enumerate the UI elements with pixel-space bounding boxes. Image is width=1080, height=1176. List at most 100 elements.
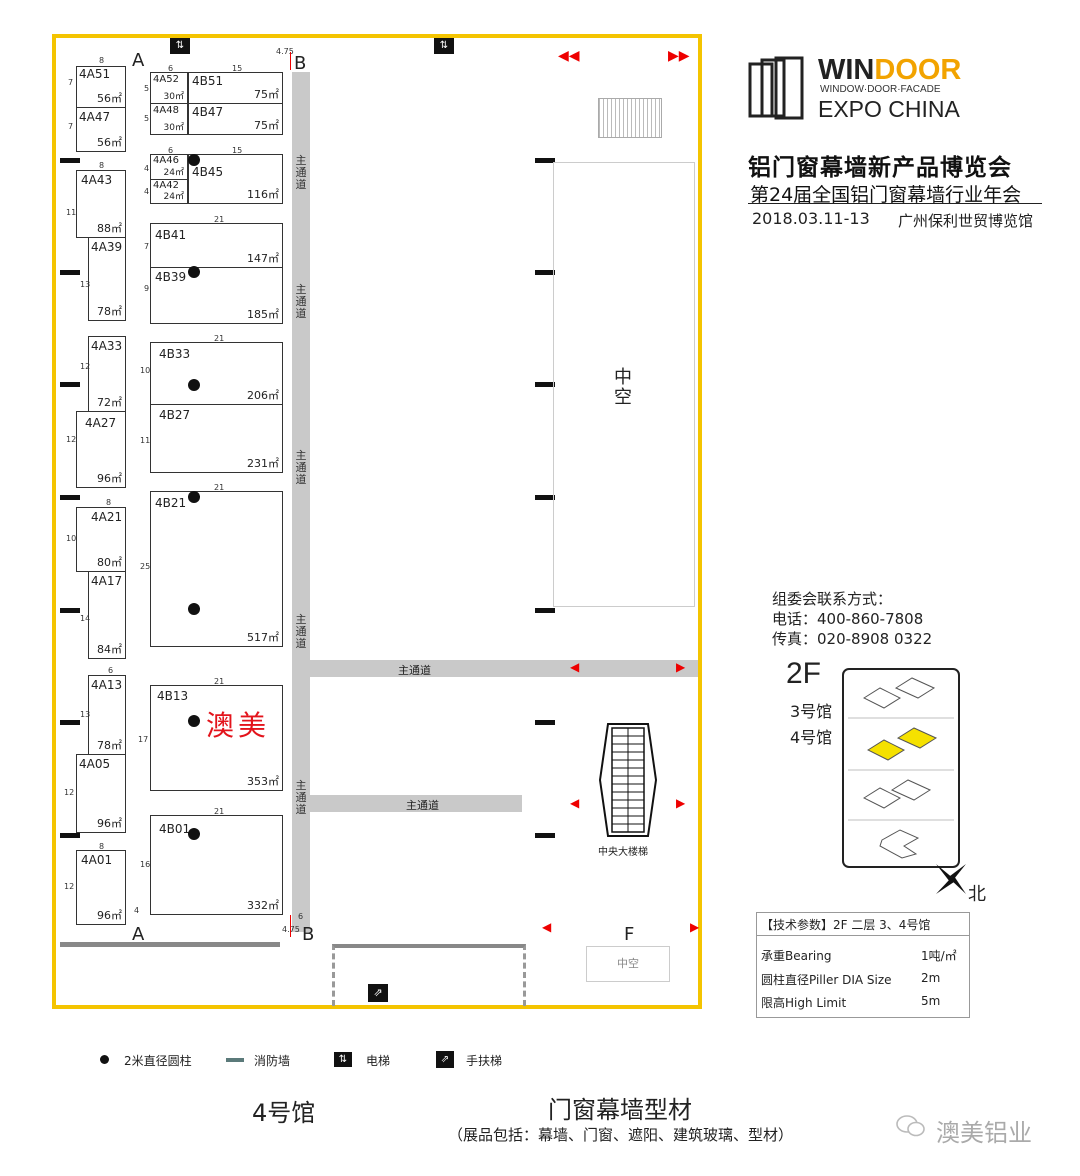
booth-4b51[interactable]: 4B51 75㎡	[188, 72, 283, 104]
booth-4a52[interactable]: 4A52 30㎡	[150, 72, 188, 104]
booth-height: 4	[144, 187, 150, 196]
watermark: 澳美铝业	[936, 1119, 1032, 1147]
booth-4a42[interactable]: 4A42 24㎡	[150, 179, 188, 204]
dim-6: 6	[298, 912, 304, 921]
exit-arrow-icon: ▶▶	[668, 48, 690, 64]
booth-4a46[interactable]: 4A46 24㎡	[150, 154, 188, 180]
contact-heading: 组委会联系方式：	[772, 590, 893, 608]
booth-width: 8	[106, 498, 112, 507]
booth-4b33[interactable]: 4B33 206㎡	[150, 342, 283, 405]
booth-width: 6	[168, 146, 174, 155]
booth-area: 185㎡	[247, 308, 279, 321]
booth-4a27[interactable]: 4A27 96㎡	[76, 411, 126, 488]
bottom-void: 中空	[586, 946, 670, 982]
booth-height: 12	[80, 362, 91, 371]
legend-elevator-icon: ⇅	[334, 1052, 352, 1067]
footer-hall: 4号馆	[252, 1099, 316, 1127]
booth-area: 517㎡	[247, 631, 279, 644]
booth-area: 56㎡	[97, 136, 122, 149]
booth-4a47[interactable]: 4A47 56㎡	[76, 107, 126, 152]
booth-id: 4B13	[157, 689, 189, 703]
pillar	[188, 266, 200, 278]
booth-width: 15	[232, 146, 243, 155]
booth-4a17[interactable]: 4A17 84㎡	[88, 571, 126, 659]
booth-4a05[interactable]: 4A05 96㎡	[76, 754, 126, 833]
main-aisle-label: 主通道	[295, 283, 307, 320]
contact-fax: 传真：020-8908 0322	[772, 630, 933, 648]
corner-b-bottom: B	[302, 924, 315, 945]
pillar	[188, 491, 200, 503]
booth-id: 4A42	[153, 180, 179, 191]
booth-4a13[interactable]: 4A13 78㎡	[88, 675, 126, 755]
pillar	[188, 603, 200, 615]
booth-id: 4A05	[79, 757, 111, 771]
booth-height: 12	[64, 882, 75, 891]
booth-4b21[interactable]: 4B21 517㎡	[150, 491, 283, 647]
main-aisle-horizontal-1	[310, 660, 698, 677]
booth-area: 96㎡	[97, 472, 122, 485]
booth-id: 4B41	[155, 228, 187, 242]
dim-4: 4	[134, 906, 140, 915]
tech-row: 圆柱直径Piller DIA Size 2m	[761, 971, 961, 988]
brand-expo: EXPO CHINA	[818, 96, 960, 122]
fire-wall	[535, 158, 555, 163]
booth-4b45[interactable]: 4B45 116㎡	[188, 154, 283, 204]
north-label: 北	[968, 884, 986, 905]
booth-width: 6	[108, 666, 114, 675]
legend-escalator-label: 手扶梯	[466, 1054, 503, 1068]
booth-area: 30㎡	[163, 92, 184, 102]
main-aisle-label: 主通道	[295, 449, 307, 486]
booth-area: 72㎡	[97, 396, 122, 409]
exit-arrow-icon: ▶	[690, 920, 700, 934]
booth-id: 4A39	[91, 240, 123, 254]
central-staircase-label: 中央大楼梯	[598, 847, 648, 858]
booth-4a39[interactable]: 4A39 78㎡	[88, 237, 126, 321]
booth-4b47[interactable]: 4B47 75㎡	[188, 103, 283, 135]
booth-height: 7	[68, 78, 74, 87]
central-staircase	[598, 722, 658, 838]
main-aisle-label: 主通道	[398, 664, 431, 677]
booth-width: 21	[214, 334, 225, 343]
booth-4a33[interactable]: 4A33 72㎡	[88, 336, 126, 412]
brand-subtitle: WINDOW·DOOR·FACADE	[820, 84, 941, 95]
booth-height: 4	[144, 164, 150, 173]
exit-arrow-icon: ◀	[570, 660, 580, 674]
title-rule	[748, 203, 1042, 204]
booth-height: 12	[66, 435, 77, 444]
exit-arrow-icon: ◀	[542, 920, 552, 934]
exit-arrow-icon: ◀◀	[558, 48, 580, 64]
booth-width: 21	[214, 807, 225, 816]
booth-height: 17	[138, 735, 149, 744]
booth-4b39[interactable]: 4B39 185㎡	[150, 267, 283, 324]
corner-a-bottom: A	[132, 924, 145, 945]
booth-height: 16	[140, 860, 151, 869]
booth-id: 4B21	[155, 496, 187, 510]
booth-4a48[interactable]: 4A48 30㎡	[150, 103, 188, 135]
booth-4a01[interactable]: 4A01 96㎡	[76, 850, 126, 925]
booth-4b13[interactable]: 4B13 353㎡	[150, 685, 283, 791]
booth-id: 4A21	[91, 510, 123, 524]
booth-height: 13	[80, 710, 91, 719]
booth-height: 9	[144, 284, 150, 293]
booth-4a43[interactable]: 4A43 88㎡	[76, 170, 126, 238]
booth-id: 4A17	[91, 574, 123, 588]
booth-width: 15	[232, 64, 243, 73]
fire-wall	[535, 270, 555, 275]
floor-label: 2F	[786, 657, 822, 690]
expo-title: 铝门窗幕墙新产品博览会	[748, 155, 1012, 181]
booth-4a51[interactable]: 4A51 56㎡	[76, 66, 126, 108]
expo-venue: 广州保利世贸博览馆	[898, 212, 1034, 230]
booth-4b27[interactable]: 4B27 231㎡	[150, 404, 283, 473]
booth-width: 6	[168, 64, 174, 73]
fire-wall	[60, 720, 80, 725]
fire-wall	[535, 833, 555, 838]
booth-4b01[interactable]: 4B01 332㎡	[150, 815, 283, 915]
booth-height: 11	[66, 208, 77, 217]
booth-area: 84㎡	[97, 643, 122, 656]
booth-id: 4A51	[79, 67, 111, 81]
main-aisle-label: 主通道	[295, 154, 307, 191]
hall4-label: 4号馆	[790, 728, 833, 747]
booth-4b41[interactable]: 4B41 147㎡	[150, 223, 283, 268]
legend-pillar-label: 2米直径圆柱	[124, 1054, 192, 1068]
booth-4a21[interactable]: 4A21 80㎡	[76, 507, 126, 572]
